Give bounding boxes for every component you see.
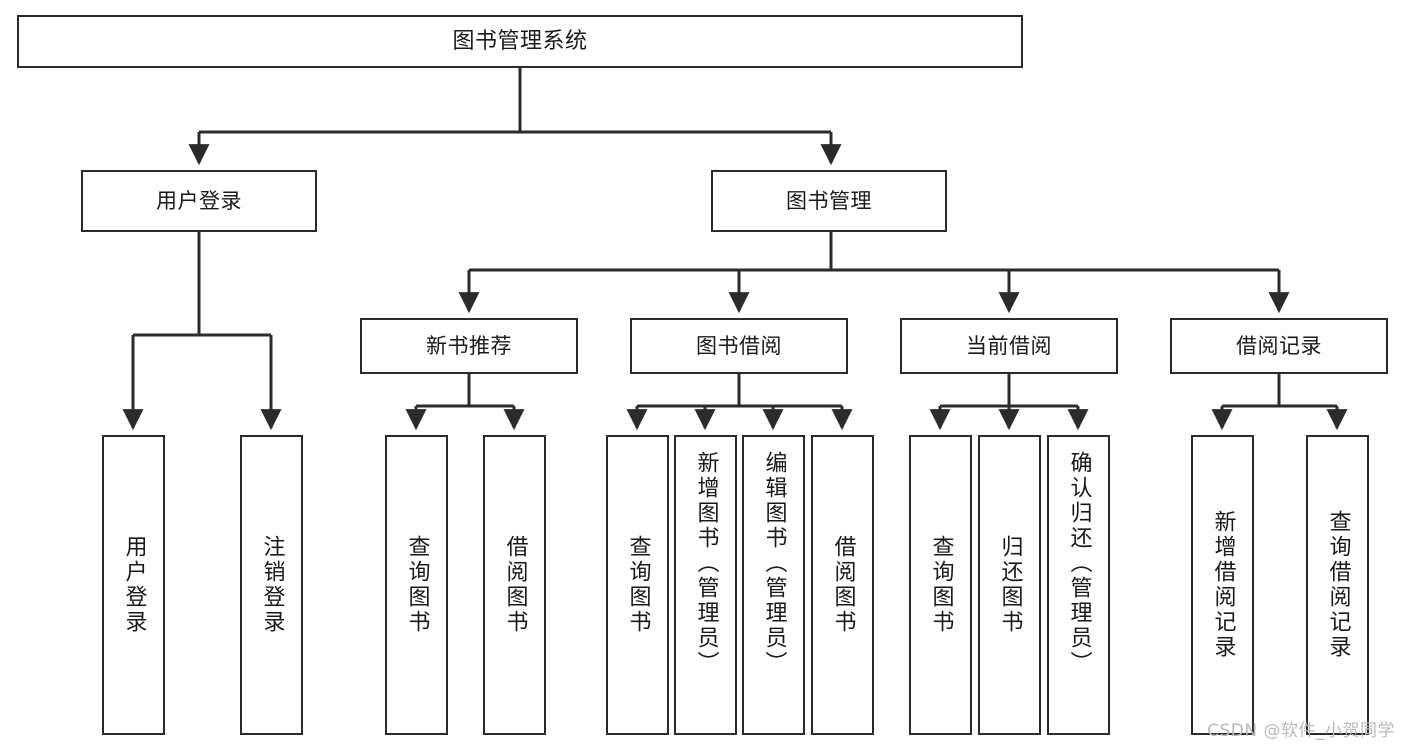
node-new-book-recommend[interactable]: 新书推荐 — [360, 318, 578, 374]
node-leaf-edit-book-admin-label: 编辑图书（管理员） — [761, 451, 787, 676]
watermark-text: CSDN @软件_小贺同学 — [1207, 721, 1395, 741]
node-root-label: 图书管理系统 — [452, 28, 588, 54]
node-leaf-user-login[interactable]: 用户登录 — [102, 435, 165, 735]
node-leaf-user-login-label: 用户登录 — [121, 535, 147, 635]
node-leaf-add-book-admin[interactable]: 新增图书（管理员） — [674, 435, 737, 735]
node-book-manage-label: 图书管理 — [786, 188, 872, 213]
node-leaf-query-book-1-label: 查询图书 — [404, 535, 430, 635]
node-leaf-query-book-3-label: 查询图书 — [928, 535, 954, 635]
node-leaf-borrow-book-1-label: 借阅图书 — [502, 535, 528, 635]
node-leaf-query-book-2[interactable]: 查询图书 — [606, 435, 669, 735]
node-leaf-borrow-book-2[interactable]: 借阅图书 — [811, 435, 874, 735]
node-book-borrow-label: 图书借阅 — [696, 333, 782, 358]
node-leaf-logout-login-label: 注销登录 — [259, 535, 285, 635]
node-new-book-recommend-label: 新书推荐 — [426, 333, 512, 358]
node-leaf-confirm-return-admin[interactable]: 确认归还（管理员） — [1047, 435, 1110, 735]
node-leaf-return-book-label: 归还图书 — [997, 535, 1023, 635]
node-leaf-edit-book-admin[interactable]: 编辑图书（管理员） — [742, 435, 805, 735]
node-leaf-return-book[interactable]: 归还图书 — [978, 435, 1041, 735]
node-leaf-logout-login[interactable]: 注销登录 — [240, 435, 303, 735]
node-borrow-record-label: 借阅记录 — [1236, 333, 1322, 358]
node-leaf-add-book-admin-label: 新增图书（管理员） — [693, 451, 719, 676]
node-user-login[interactable]: 用户登录 — [81, 170, 317, 232]
node-leaf-query-borrow-record[interactable]: 查询借阅记录 — [1306, 435, 1369, 735]
node-leaf-add-borrow-record-label: 新增借阅记录 — [1210, 510, 1236, 660]
node-leaf-query-book-2-label: 查询图书 — [625, 535, 651, 635]
node-current-borrow[interactable]: 当前借阅 — [900, 318, 1118, 374]
node-book-manage[interactable]: 图书管理 — [711, 170, 947, 232]
node-current-borrow-label: 当前借阅 — [966, 333, 1052, 358]
node-leaf-query-borrow-record-label: 查询借阅记录 — [1325, 510, 1351, 660]
node-borrow-record[interactable]: 借阅记录 — [1170, 318, 1388, 374]
node-book-borrow[interactable]: 图书借阅 — [630, 318, 848, 374]
node-leaf-query-book-3[interactable]: 查询图书 — [909, 435, 972, 735]
node-leaf-query-book-1[interactable]: 查询图书 — [385, 435, 448, 735]
node-leaf-borrow-book-2-label: 借阅图书 — [830, 535, 856, 635]
node-leaf-borrow-book-1[interactable]: 借阅图书 — [483, 435, 546, 735]
node-leaf-add-borrow-record[interactable]: 新增借阅记录 — [1191, 435, 1254, 735]
node-user-login-label: 用户登录 — [156, 188, 242, 213]
node-leaf-confirm-return-admin-label: 确认归还（管理员） — [1066, 451, 1092, 676]
node-root[interactable]: 图书管理系统 — [17, 15, 1023, 68]
